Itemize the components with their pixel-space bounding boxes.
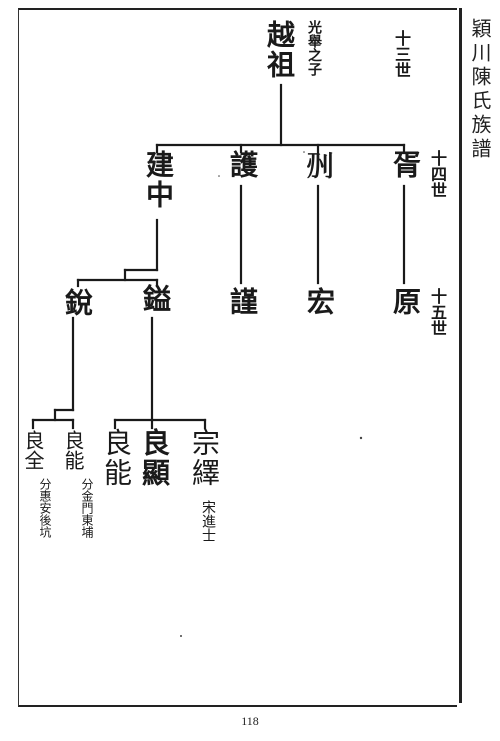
gen14-gang: 𠛂 xyxy=(303,150,336,180)
gen15-jin: 謹 xyxy=(226,287,259,317)
frame-right-rule xyxy=(459,8,462,703)
root-name: 越祖 xyxy=(263,20,296,80)
speck xyxy=(218,175,220,177)
gen16-liangquan: 良全 xyxy=(21,430,45,470)
gen16-liangneng-a-note: 分金門東埔 xyxy=(80,478,94,538)
root-note: 光舉之子 xyxy=(306,20,322,76)
page-number: 118 xyxy=(241,714,259,728)
gen16-liangneng-a: 良能 xyxy=(61,430,85,470)
gen14-jianzhong: 建中 xyxy=(142,150,175,210)
gen14-hu: 護 xyxy=(226,150,259,180)
gen15-yuan: 原 xyxy=(389,287,422,317)
book-title: 穎川陳氏族譜 xyxy=(468,18,492,162)
speck xyxy=(303,151,305,153)
gen15-rui: 銳 xyxy=(61,288,94,318)
speck xyxy=(180,635,182,637)
gen16-liangquan-note: 分惠安後坑 xyxy=(38,478,52,538)
generation-label-13: 十三世 xyxy=(392,30,411,78)
generation-label-14: 十四世 xyxy=(428,150,447,198)
speck xyxy=(359,436,363,440)
gen16-zongyi-note: 宋進士 xyxy=(200,500,216,542)
gen15-hong: 宏 xyxy=(303,287,336,317)
gen16-liangneng-b: 良能 xyxy=(100,428,133,488)
gen14-xu: 胥 xyxy=(389,150,422,180)
page-frame xyxy=(18,8,457,707)
generation-label-15: 十五世 xyxy=(428,288,447,336)
gen16-liangxian: 良顯 xyxy=(138,428,171,488)
gen16-zongyi: 宗繹 xyxy=(188,428,221,488)
gen15-yi: 鎰 xyxy=(139,284,172,314)
